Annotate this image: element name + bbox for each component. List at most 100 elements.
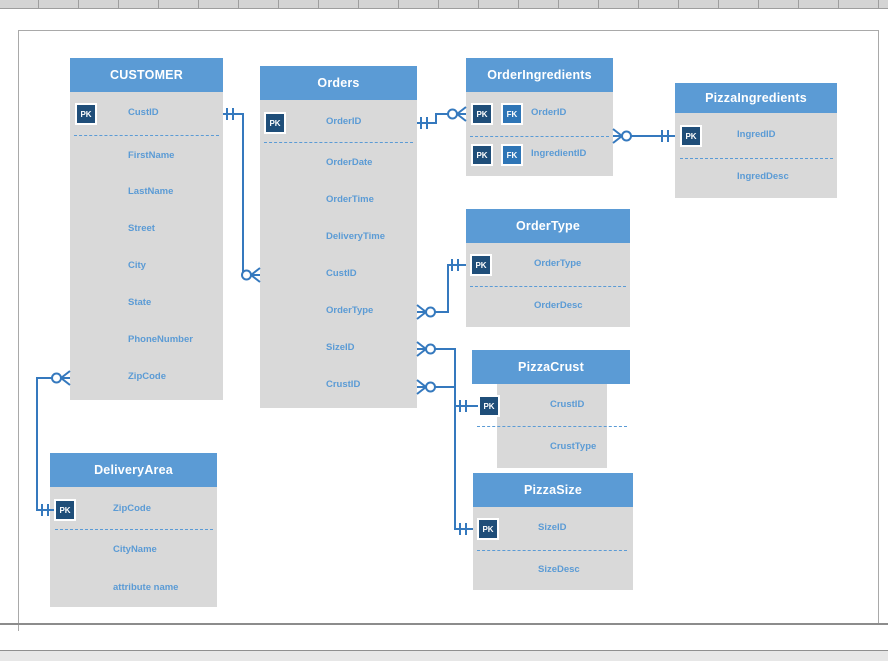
attribute-row-orderType-0[interactable]: PK OrderType xyxy=(466,254,630,276)
attribute-row-orders-4[interactable]: CustID xyxy=(260,264,417,286)
entity-pizzaIngredients-body[interactable] xyxy=(675,113,837,198)
pk-badge: PK xyxy=(75,103,97,125)
attribute-row-orderIngredients-1[interactable]: PK FK IngredientID xyxy=(466,144,613,166)
attribute-label: CrustID xyxy=(326,379,361,390)
entity-title: DeliveryArea xyxy=(94,463,173,477)
attribute-row-orders-1[interactable]: OrderDate xyxy=(260,153,417,175)
attribute-row-pizzaCrust-1[interactable]: CrustType xyxy=(497,437,607,459)
attribute-row-customer-1[interactable]: FirstName xyxy=(70,146,223,168)
attribute-row-deliveryArea-2[interactable]: attribute name xyxy=(50,578,217,600)
entity-customer-body[interactable] xyxy=(70,92,223,400)
pk-badge: PK xyxy=(680,125,702,147)
attribute-label: State xyxy=(128,297,152,308)
entity-orderType-body[interactable] xyxy=(466,243,630,327)
attribute-row-deliveryArea-0[interactable]: PK ZipCode xyxy=(50,499,217,521)
attribute-label: ZipCode xyxy=(113,503,151,514)
attribute-label: CrustType xyxy=(550,441,597,452)
attribute-label: FirstName xyxy=(128,150,175,161)
attribute-row-pizzaIngredients-1[interactable]: IngredDesc xyxy=(675,167,837,189)
attribute-label: CityName xyxy=(113,544,157,555)
attribute-label: OrderTime xyxy=(326,194,374,205)
pk-badge: PK xyxy=(471,144,493,166)
pk-separator xyxy=(477,550,627,551)
pk-separator xyxy=(470,136,609,137)
attribute-label: Street xyxy=(128,223,155,234)
attribute-label: SizeDesc xyxy=(538,564,580,575)
attribute-row-orders-5[interactable]: OrderType xyxy=(260,301,417,323)
attribute-row-pizzaSize-1[interactable]: SizeDesc xyxy=(473,560,633,582)
attribute-row-customer-6[interactable]: PhoneNumber xyxy=(70,330,223,352)
attribute-row-orders-3[interactable]: DeliveryTime xyxy=(260,227,417,249)
attribute-label: City xyxy=(128,260,146,271)
attribute-label: CustID xyxy=(326,268,357,279)
pk-separator xyxy=(264,142,413,143)
attribute-label: LastName xyxy=(128,186,174,197)
entity-deliveryArea-body[interactable] xyxy=(50,487,217,607)
entity-title: PizzaIngredients xyxy=(705,91,807,105)
pk-badge: PK xyxy=(54,499,76,521)
entity-title: CUSTOMER xyxy=(110,68,183,82)
attribute-label: ZipCode xyxy=(128,371,166,382)
pk-badge: PK xyxy=(471,103,493,125)
pk-separator xyxy=(680,158,833,159)
attribute-row-customer-2[interactable]: LastName xyxy=(70,182,223,204)
entity-pizzaSize-header[interactable]: PizzaSize xyxy=(473,473,633,507)
entity-customer-header[interactable]: CUSTOMER xyxy=(70,58,223,92)
entity-pizzaSize-body[interactable] xyxy=(473,507,633,590)
attribute-row-customer-0[interactable]: PK CustID xyxy=(70,103,223,125)
entity-pizzaCrust-header[interactable]: PizzaCrust xyxy=(472,350,630,384)
entity-title: PizzaSize xyxy=(523,483,583,497)
attribute-label: OrderDate xyxy=(326,157,373,168)
pk-badge: PK xyxy=(478,395,500,417)
entity-orders-header[interactable]: Orders xyxy=(260,66,417,100)
attribute-label: CustID xyxy=(128,107,159,118)
attribute-row-orders-6[interactable]: SizeID xyxy=(260,338,417,360)
pk-separator xyxy=(477,426,627,427)
bottom-strip xyxy=(0,650,888,661)
attribute-label: OrderType xyxy=(326,305,374,316)
attribute-label: SizeID xyxy=(326,342,355,353)
pk-badge: PK xyxy=(470,254,492,276)
entity-orderType-header[interactable]: OrderType xyxy=(466,209,630,243)
attribute-row-deliveryArea-1[interactable]: CityName xyxy=(50,540,217,562)
attribute-row-customer-3[interactable]: Street xyxy=(70,219,223,241)
entity-title: OrderIngredients xyxy=(487,68,592,82)
pk-separator xyxy=(55,529,213,530)
attribute-row-orderIngredients-0[interactable]: PK FK OrderID xyxy=(466,103,613,125)
attribute-row-orders-7[interactable]: CrustID xyxy=(260,375,417,397)
attribute-label: IngredDesc xyxy=(737,171,789,182)
entity-title: PizzaCrust xyxy=(518,360,584,374)
entity-title: Orders xyxy=(317,76,360,90)
entity-orders-body[interactable] xyxy=(260,100,417,408)
pk-badge: PK xyxy=(264,112,286,134)
attribute-label: OrderID xyxy=(531,107,567,118)
attribute-row-orders-2[interactable]: OrderTime xyxy=(260,190,417,212)
attribute-row-customer-7[interactable]: ZipCode xyxy=(70,367,223,389)
page-corner-tick xyxy=(18,625,19,631)
attribute-row-pizzaIngredients-0[interactable]: PK IngredID xyxy=(675,125,837,147)
entity-pizzaIngredients-header[interactable]: PizzaIngredients xyxy=(675,83,837,113)
attribute-label: DeliveryTime xyxy=(326,231,385,242)
attribute-row-customer-5[interactable]: State xyxy=(70,293,223,315)
fk-badge: FK xyxy=(501,103,523,125)
entity-orderIngredients-header[interactable]: OrderIngredients xyxy=(466,58,613,92)
attribute-label: SizeID xyxy=(538,522,567,533)
pk-separator xyxy=(470,286,626,287)
attribute-label: OrderType xyxy=(534,258,582,269)
fk-badge: FK xyxy=(501,144,523,166)
entity-deliveryArea-header[interactable]: DeliveryArea xyxy=(50,453,217,487)
attribute-label: OrderDesc xyxy=(534,300,583,311)
attribute-row-pizzaCrust-0[interactable]: PK CrustID xyxy=(478,395,607,417)
pk-separator xyxy=(74,135,219,136)
attribute-label: CrustID xyxy=(550,399,585,410)
attribute-label: PhoneNumber xyxy=(128,334,193,345)
spreadsheet-column-header-strip[interactable] xyxy=(0,0,888,9)
attribute-label: IngredID xyxy=(737,129,776,140)
entity-title: OrderType xyxy=(515,219,581,233)
attribute-row-orderType-1[interactable]: OrderDesc xyxy=(466,296,630,318)
attribute-label: IngredientID xyxy=(531,148,587,159)
attribute-row-customer-4[interactable]: City xyxy=(70,256,223,278)
